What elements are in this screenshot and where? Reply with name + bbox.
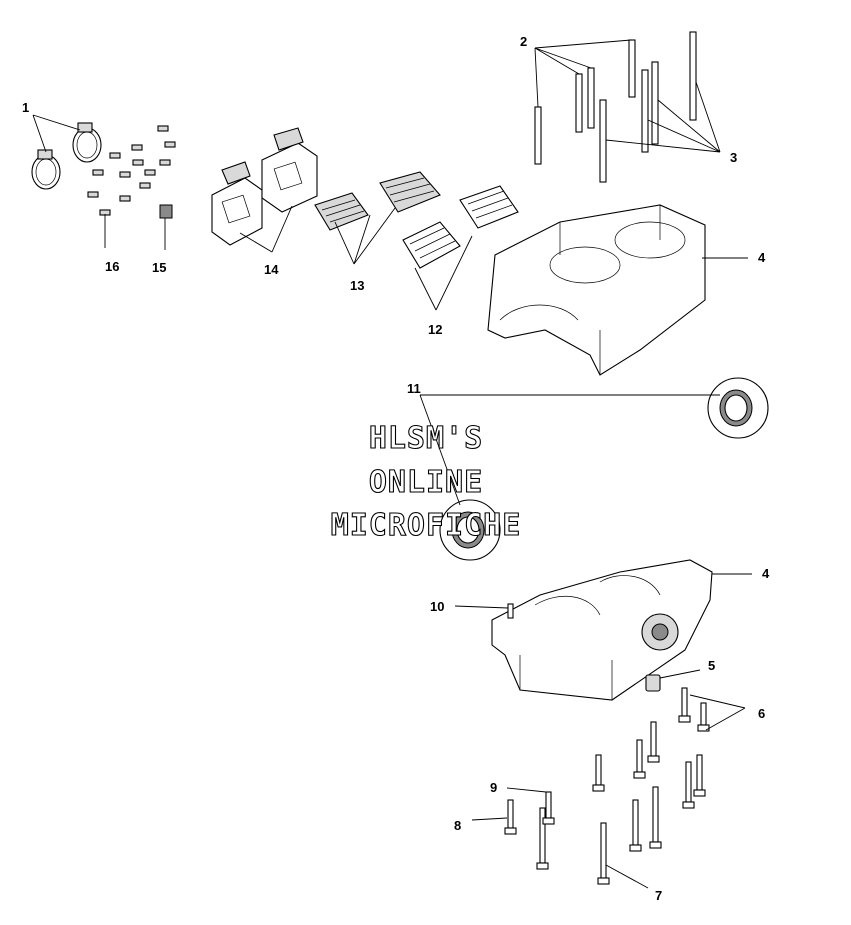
drain-plug <box>645 674 661 692</box>
carburetor-flange-right <box>261 127 318 213</box>
leader-7 <box>605 864 649 889</box>
callout-11: 11 <box>407 381 421 396</box>
lower-crankcase <box>491 559 713 701</box>
callout-3: 3 <box>730 150 737 165</box>
carburetor-flange-left <box>211 161 263 246</box>
callout-4b: 4 <box>762 566 770 581</box>
leader-14 <box>239 205 293 253</box>
callout-16: 16 <box>105 259 119 274</box>
dowel-pin <box>507 603 514 619</box>
reed-valve-block-1 <box>314 192 369 231</box>
leader-10 <box>454 605 509 609</box>
studs-group <box>534 31 697 183</box>
callout-13: 13 <box>350 278 364 293</box>
callout-15: 15 <box>152 260 166 275</box>
callout-9: 9 <box>490 780 497 795</box>
crank-seal-left <box>439 499 501 561</box>
watermark: HLSM'S ONLINE MICROFICHE <box>330 420 522 543</box>
leader-1 <box>32 114 81 153</box>
leader-9 <box>506 787 547 793</box>
bolts-group <box>504 687 710 885</box>
callout-2: 2 <box>520 34 527 49</box>
reed-cage-right <box>459 185 519 229</box>
callout-7: 7 <box>655 888 662 903</box>
callout-8: 8 <box>454 818 461 833</box>
callout-5: 5 <box>708 658 715 673</box>
leader-8 <box>471 817 508 821</box>
watermark-line-1: HLSM'S <box>369 421 483 456</box>
callout-4a: 4 <box>758 250 766 265</box>
leader-6 <box>689 694 746 731</box>
reed-cage-left <box>402 221 461 269</box>
callout-10: 10 <box>430 599 444 614</box>
watermark-line-2: ONLINE <box>369 465 483 500</box>
crank-seal-right <box>707 377 769 439</box>
leader-5 <box>659 669 701 679</box>
reed-valve-block-2 <box>379 171 441 213</box>
upper-crankcase <box>487 204 706 376</box>
leader-2 <box>534 39 632 108</box>
small-plug <box>159 204 173 250</box>
watermark-line-3: MICROFICHE <box>331 508 522 543</box>
leader-13 <box>334 207 396 265</box>
leader-11 <box>419 394 720 506</box>
callout-14: 14 <box>264 262 279 277</box>
callout-1: 1 <box>22 100 29 115</box>
callout-6: 6 <box>758 706 765 721</box>
hose-clamp-pair <box>31 122 102 190</box>
screw-cluster <box>87 125 176 248</box>
leader-3 <box>605 81 721 153</box>
callout-12: 12 <box>428 322 442 337</box>
leader-12 <box>414 235 473 311</box>
